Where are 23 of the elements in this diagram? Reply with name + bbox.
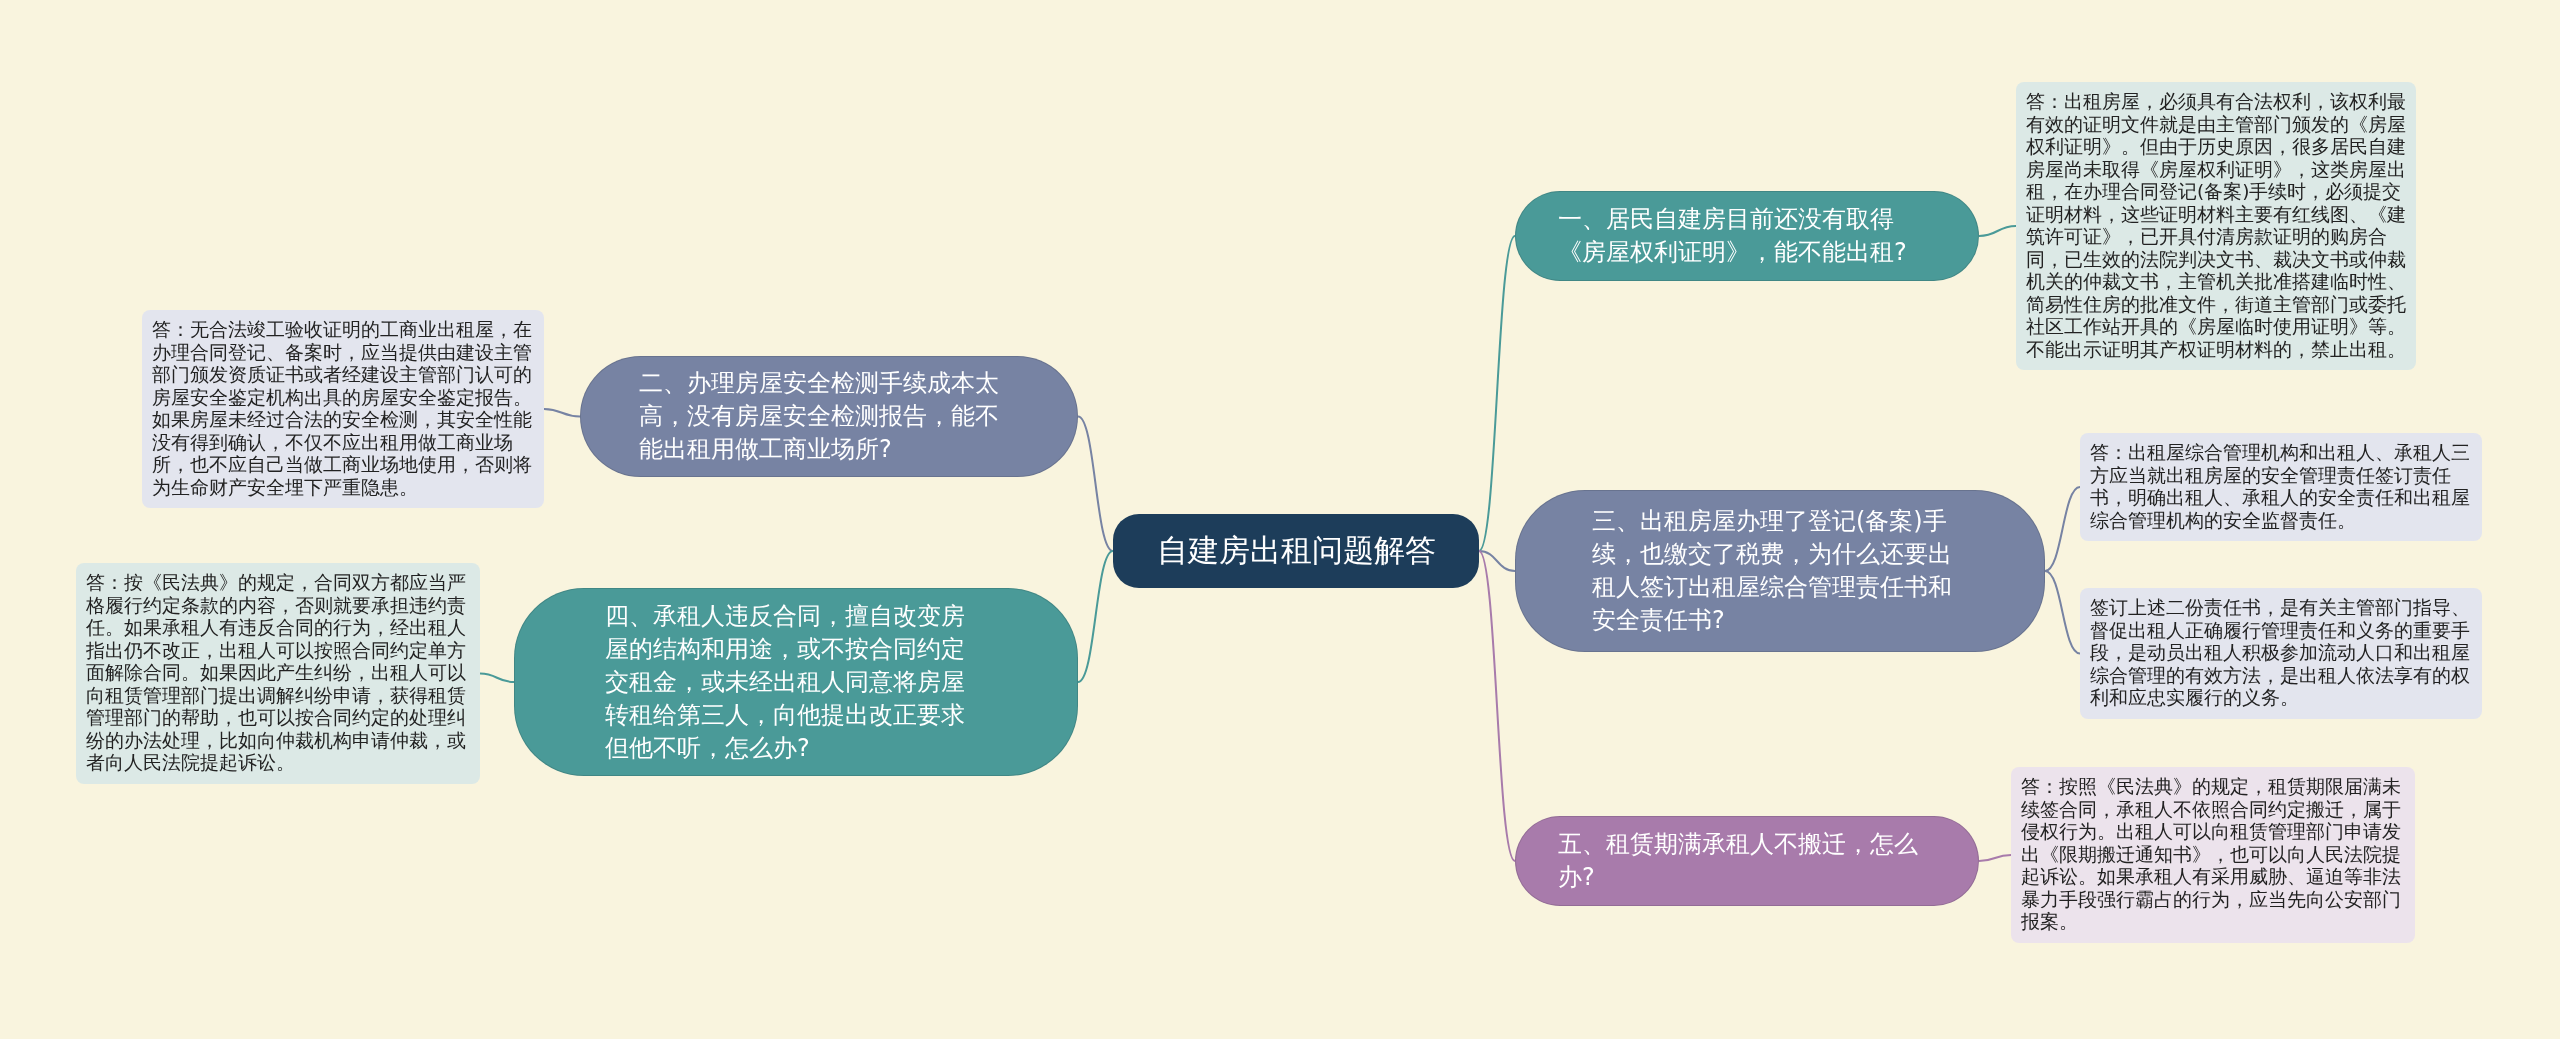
answer-note: 答：无合法竣工验收证明的工商业出租屋，在办理合同登记、备案时，应当提供由建设主管部门颁发资质证书或者经建设主管部门认可的房屋安全鉴定机构出具的房屋安全鉴定报告。如果房屋未经过合法的安全检测，其安全性能没有得到确认，不仅不应出租用做工商业场所，也不应自己当做工商业场地使用，否则将为生命财产安全埋下严重隐患。 (142, 310, 544, 508)
answer-note: 答：按《民法典》的规定，合同双方都应当严格履行约定条款的内容，否则就要承担违约责任。如果承租人有违反合同的行为，经出租人指出仍不改正，出租人可以按照合同约定单方面解除合同。如果因此产生纠纷，出租人可以向租赁管理部门提出调解纠纷申请，获得租赁管理部门的帮助，也可以按合同约定的处理纠纷的办法处理，比如向仲裁机构申请仲裁，或者向人民法院提起诉讼。 (76, 563, 480, 784)
answer-note: 答：按照《民法典》的规定，租赁期限届满未续签合同，承租人不依照合同约定搬迁，属于侵权行为。出租人可以向租赁管理部门申请发出《限期搬迁通知书》，也可以向人民法院提起诉讼。如果承租人有采用威胁、逼迫等非法暴力手段强行霸占的行为，应当先向公安部门报案。 (2011, 767, 2415, 943)
answer-note: 答：出租房屋，必须具有合法权利，该权利最有效的证明文件就是由主管部门颁发的《房屋权利证明》。但由于历史原因，很多居民自建房屋尚未取得《房屋权利证明》，这类房屋出租，在办理合同登记(备案)手续时，必须提交证明材料，这些证明材料主要有红线图、《建筑许可证》，已开具付清房款证明的购房合同，已生效的法院判决文书、裁决文书或仲裁机关的仲裁文书，主管机关批准搭建临时性、简易性住房的批准文件，街道主管部门或委托社区工作站开具的《房屋临时使用证明》等。不能出示证明其产权证明材料的，禁止出租。 (2016, 82, 2416, 370)
connector-line (1077, 550, 1114, 683)
topic-bubble: 二、办理房屋安全检测手续成本太高，没有房屋安全检测报告，能不能出租用做工商业场所? (580, 356, 1078, 477)
topic-bubble: 五、租赁期满承租人不搬迁，怎么办? (1515, 816, 1979, 906)
connector-line (1478, 550, 1516, 572)
connector-line (2044, 486, 2081, 572)
connector-line (1077, 415, 1114, 552)
connector-line (1978, 854, 2012, 862)
central-topic: 自建房出租问题解答 (1113, 514, 1479, 588)
topic-bubble: 四、承租人违反合同，擅自改变房屋的结构和用途，或不按合同约定交租金，或未经出租人同意将房屋转租给第三人，向他提出改正要求但他不听，怎么办? (514, 588, 1078, 776)
connector-line (2044, 570, 2081, 655)
topic-bubble: 三、出租房屋办理了登记(备案)手续，也缴交了税费，为什么还要出租人签订出租屋综合管理责任书和安全责任书? (1515, 490, 2045, 652)
connector-line (1978, 225, 2017, 237)
connector-line (479, 672, 515, 683)
answer-note: 答：出租屋综合管理机构和出租人、承租人三方应当就出租房屋的安全管理责任签订责任书，明确出租人、承租人的安全责任和出租屋综合管理机构的安全监督责任。 (2080, 433, 2482, 541)
connector-line (1478, 235, 1516, 552)
answer-note: 签订上述二份责任书，是有关主管部门指导、督促出租人正确履行管理责任和义务的重要手段，是动员出租人积极参加流动人口和出租屋综合管理的有效方法，是出租人依法享有的权利和应忠实履行的义务。 (2080, 588, 2482, 719)
topic-bubble: 一、居民自建房目前还没有取得《房屋权利证明》，能不能出租? (1515, 191, 1979, 281)
connector-line (543, 408, 581, 418)
connector-line (1478, 550, 1516, 862)
